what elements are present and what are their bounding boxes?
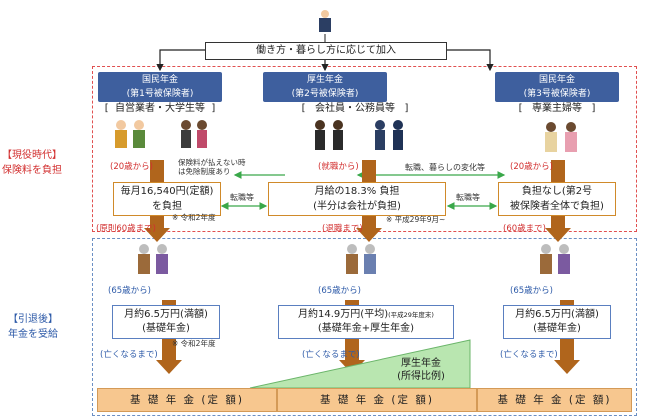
- ret-col1-benefit-box: 月約6.5万円(満額) (基礎年金): [112, 305, 220, 339]
- note-line: は免除制度あり: [178, 167, 231, 176]
- ret-col3-benefit-box: 月約6.5万円(満額) (基礎年金): [503, 305, 611, 339]
- members-text: 自営業者・大学生等: [115, 103, 205, 114]
- box-line: 負担なし(第2号: [521, 186, 593, 197]
- col1-footnote: ※ 令和2年度: [172, 213, 216, 222]
- retired-period-frame: [92, 238, 637, 416]
- transfer-label-2: 転職等: [456, 193, 480, 202]
- note-line: 保険料が払えない時: [178, 158, 246, 167]
- ret-col1-end: (亡くなるまで): [100, 350, 158, 360]
- col3-premium-box: 負担なし(第2号 被保険者全体で負担): [498, 182, 616, 216]
- box-line: 被保険者全体で負担): [510, 201, 604, 212]
- col3-end: (60歳まで): [503, 224, 546, 234]
- header-kokumin-3: 国民年金 (第3号被保険者): [495, 72, 619, 102]
- kiso-nenkin-bar-2: 基 礎 年 金 (定 額): [277, 388, 477, 412]
- col2-premium-box: 月給の18.3% 負担 (半分は会社が負担): [268, 182, 446, 216]
- ret-col3-end: (亡くなるまで): [500, 350, 558, 360]
- box-line: (基礎年金): [142, 323, 190, 334]
- col2-end: (退職まで): [322, 224, 363, 234]
- header-subtitle: (第3号被保険者): [523, 89, 591, 99]
- members-col1: [ 自営業者・大学生等 ]: [104, 103, 216, 114]
- members-text: 専業主婦等: [532, 103, 582, 114]
- members-text: 会社員・公務員等: [315, 103, 395, 114]
- transfer-label-1: 転職等: [230, 193, 254, 202]
- side-label-desc: 年金を受給: [8, 329, 58, 340]
- box-line: 月約6.5万円(満額): [124, 309, 208, 320]
- enrollment-box: 働き方・暮らし方に応じて加入: [205, 42, 447, 60]
- ret-col1-footnote: ※ 令和2年度: [172, 339, 216, 348]
- box-line: 月約6.5万円(満額): [515, 309, 599, 320]
- box-line: 月約14.9万円(平均): [298, 309, 389, 320]
- box-line: (基礎年金): [533, 323, 581, 334]
- col1-end: (原則60歳まで): [96, 224, 156, 234]
- label-line: (所得比例): [397, 371, 445, 382]
- col1-premium-box: 毎月16,540円(定額) を負担: [113, 182, 221, 216]
- header-subtitle: (第1号被保険者): [126, 89, 194, 99]
- people-figures: [115, 10, 577, 274]
- ret-col2-benefit-box: 月約14.9万円(平均)(平成29年度末) (基礎年金+厚生年金): [278, 305, 454, 339]
- side-label-retired: 【引退後】 年金を受給: [8, 312, 58, 342]
- members-col2: [ 会社員・公務員等 ]: [301, 103, 409, 114]
- kiso-nenkin-bar-1: 基 礎 年 金 (定 額): [97, 388, 277, 412]
- ret-col1-start: (65歳から): [108, 286, 151, 296]
- side-label-title: 【現役時代】: [2, 150, 62, 161]
- box-line: (基礎年金+厚生年金): [317, 323, 415, 334]
- side-label-active: 【現役時代】 保険料を負担: [2, 148, 62, 178]
- col1-exemption-note: 保険料が払えない時 は免除制度あり: [178, 158, 246, 176]
- box-line: 毎月16,540円(定額): [120, 186, 214, 197]
- members-col3: [ 専業主婦等 ]: [518, 103, 596, 114]
- ret-col2-end: (亡くなるまで): [302, 350, 360, 360]
- side-label-title: 【引退後】: [8, 314, 58, 325]
- ret-col3-start: (65歳から): [510, 286, 553, 296]
- header-title: 国民年金: [141, 75, 178, 85]
- header-title: 厚生年金: [306, 75, 343, 85]
- label-line: 厚生年金: [401, 358, 441, 369]
- header-kokumin-1: 国民年金 (第1号被保険者): [98, 72, 222, 102]
- col1-start: (20歳から): [110, 162, 153, 172]
- transfer-label-top: 転職、暮らしの変化等: [405, 163, 485, 172]
- kiso-nenkin-bar-3: 基 礎 年 金 (定 額): [477, 388, 632, 412]
- ret-col2-start: (65歳から): [318, 286, 361, 296]
- box-line: を負担: [152, 201, 182, 212]
- col2-start: (就職から): [318, 162, 359, 172]
- header-title: 国民年金: [538, 75, 575, 85]
- box-line: 月給の18.3% 負担: [314, 186, 400, 197]
- header-subtitle: (第2号被保険者): [291, 89, 359, 99]
- col3-start: (20歳から): [510, 162, 553, 172]
- kosei-nenkin-label: 厚生年金 (所得比例): [386, 357, 456, 383]
- side-label-desc: 保険料を負担: [2, 165, 62, 176]
- box-line: (半分は会社が負担): [313, 201, 401, 212]
- header-kosei-2: 厚生年金 (第2号被保険者): [263, 72, 387, 102]
- box-note: (平成29年度末): [388, 311, 434, 319]
- col2-footnote: ※ 平成29年9月~: [386, 215, 446, 224]
